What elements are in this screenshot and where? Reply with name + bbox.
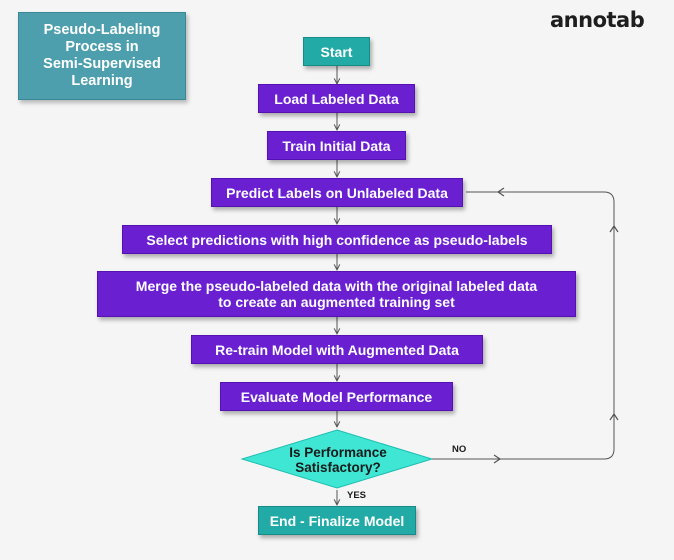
load-labeled-data-node: Load Labeled Data bbox=[258, 84, 415, 113]
arrowhead-loop-up-lower bbox=[609, 412, 619, 421]
start-node: Start bbox=[303, 37, 370, 66]
end-label: End - Finalize Model bbox=[269, 512, 405, 529]
load-label: Load Labeled Data bbox=[274, 90, 399, 107]
evaluate-performance-node: Evaluate Model Performance bbox=[220, 382, 453, 411]
annotab-logo: annotab bbox=[550, 8, 645, 32]
end-node: End - Finalize Model bbox=[258, 506, 416, 535]
edge-label-no: NO bbox=[452, 444, 467, 455]
diagram-title: Pseudo-Labeling Process in Semi-Supervis… bbox=[18, 12, 186, 100]
select-label: Select predictions with high confidence … bbox=[146, 231, 528, 248]
train-initial-data-node: Train Initial Data bbox=[267, 131, 406, 160]
edge-label-yes: YES bbox=[347, 490, 367, 501]
merge-data-node: Merge the pseudo-labeled data with the o… bbox=[97, 271, 576, 317]
decision-label: Is Performance Satisfactory? bbox=[289, 445, 387, 475]
arrowhead-no-right bbox=[493, 454, 502, 464]
predict-label: Predict Labels on Unlabeled Data bbox=[226, 184, 448, 201]
train-label: Train Initial Data bbox=[282, 137, 391, 154]
start-label: Start bbox=[320, 43, 353, 60]
predict-labels-node: Predict Labels on Unlabeled Data bbox=[211, 178, 463, 207]
merge-label: Merge the pseudo-labeled data with the o… bbox=[135, 278, 538, 310]
connector-no-loop bbox=[432, 191, 615, 460]
decision-diamond bbox=[240, 429, 434, 489]
arrowhead-loop-left bbox=[496, 187, 505, 197]
select-predictions-node: Select predictions with high confidence … bbox=[122, 225, 552, 254]
arrowhead-loop-up-upper bbox=[609, 224, 619, 233]
retrain-label: Re-train Model with Augmented Data bbox=[215, 341, 459, 358]
retrain-model-node: Re-train Model with Augmented Data bbox=[191, 335, 483, 364]
evaluate-label: Evaluate Model Performance bbox=[240, 388, 433, 405]
